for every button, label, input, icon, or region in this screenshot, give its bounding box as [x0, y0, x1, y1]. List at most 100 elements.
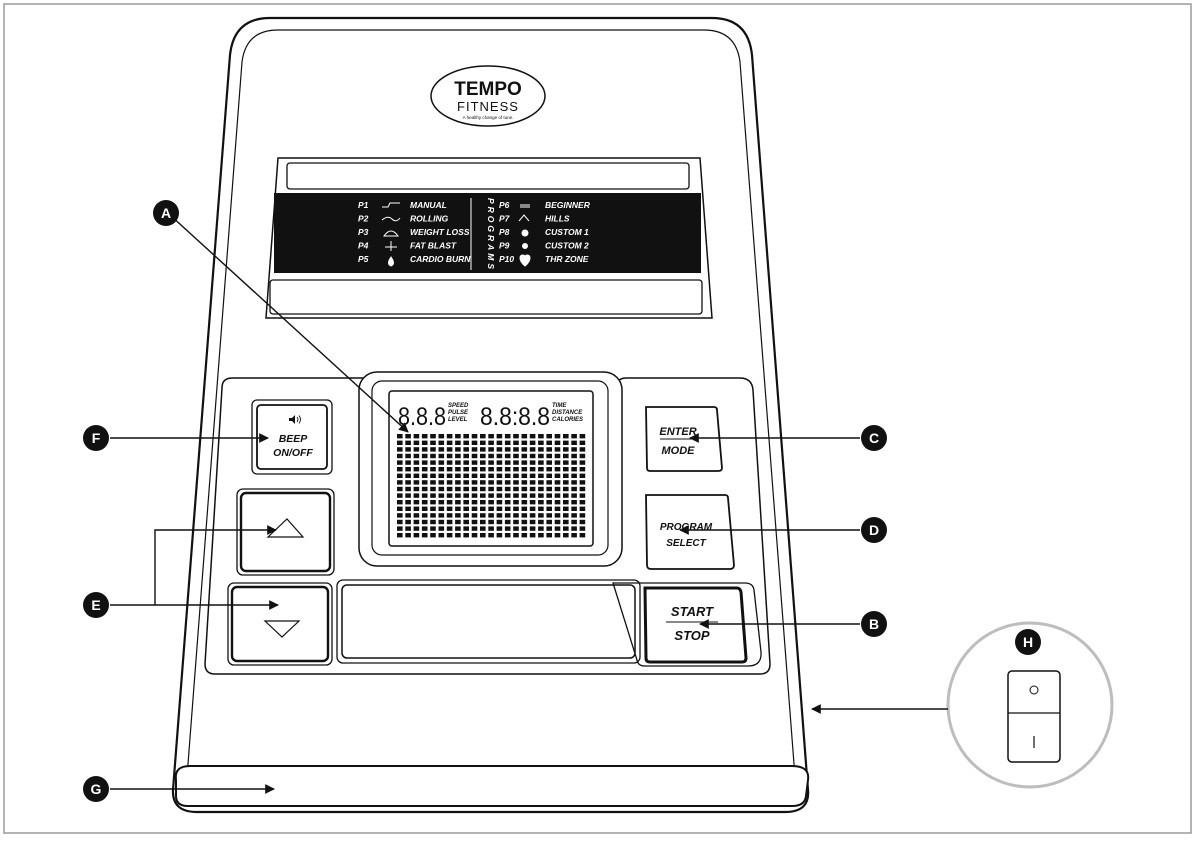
lcd-pixel [579, 460, 586, 465]
lcd-field-label: CALORIES [552, 417, 583, 423]
lcd-pixel [504, 506, 511, 511]
lcd-pixel [480, 460, 486, 465]
power-off-symbol [1029, 685, 1039, 695]
lcd-pixel [480, 513, 486, 518]
lcd-pixel [480, 533, 486, 538]
beep-label-line1: BEEP [279, 433, 309, 445]
lcd-pixel [546, 533, 552, 538]
start-stop-button[interactable] [643, 586, 748, 664]
lcd-pixel [529, 506, 536, 511]
lcd-pixel [438, 480, 445, 485]
lcd-pixel [521, 473, 528, 478]
lcd-pixel [571, 526, 577, 531]
program-label-line1: PROGRAM [660, 522, 713, 533]
lcd-pixel [571, 440, 577, 445]
svg-text:E: E [91, 597, 100, 613]
lcd-pixel [571, 473, 577, 478]
enter-label-line1: ENTER [659, 426, 696, 438]
lcd-pixel [397, 447, 403, 452]
lcd-pixel [421, 440, 428, 445]
lcd-pixel [513, 460, 519, 465]
lcd-pixel [430, 434, 436, 439]
lcd-pixel [504, 526, 511, 531]
lcd-pixel [413, 447, 420, 452]
lcd-pixel [554, 533, 561, 538]
program-select-button[interactable] [645, 494, 735, 570]
lcd-pixel [488, 434, 494, 439]
lcd-pixel [513, 533, 519, 538]
lcd-pixel [579, 480, 586, 485]
lcd-pixel [571, 434, 577, 439]
logo-tagline: A healthy change of tune. [463, 115, 514, 120]
power-rocker-switch[interactable] [1007, 670, 1061, 763]
up-button[interactable] [239, 491, 332, 573]
lcd-pixel [397, 533, 403, 538]
svg-text:D: D [869, 522, 879, 538]
beep-on-off-button[interactable] [256, 404, 328, 470]
lcd-field-label: LEVEL [448, 417, 468, 423]
svg-text:H: H [1023, 634, 1033, 650]
lcd-pixel [571, 480, 577, 485]
lcd-pixel [430, 519, 436, 525]
lcd-pixel [463, 460, 469, 465]
lcd-pixel [463, 533, 469, 538]
lcd-pixel [446, 506, 453, 511]
lcd-pixel [554, 519, 561, 525]
lcd-pixel [563, 500, 569, 505]
lcd-pixel [579, 440, 586, 445]
lcd-pixel [529, 467, 536, 472]
lcd-pixel [421, 506, 428, 511]
lcd-pixel [463, 513, 469, 518]
lcd-pixel [521, 506, 528, 511]
lcd-pixel [421, 473, 428, 478]
lcd-pixel [521, 519, 528, 525]
lcd-pixel [554, 453, 561, 459]
lcd-pixel [471, 526, 478, 531]
lcd-pixel [405, 453, 411, 459]
lcd-pixel [413, 519, 420, 525]
lcd-pixel [446, 493, 453, 498]
program-name: CARDIO BURN [410, 254, 471, 264]
cardio-burn-profile-icon [388, 256, 394, 267]
lcd-field-label: PULSE [448, 410, 469, 416]
lcd-pixel [421, 480, 428, 485]
lcd-pixel [438, 500, 445, 505]
lcd-pixel [488, 467, 494, 472]
lcd-digits-left: 8.8.8 [398, 403, 446, 431]
program-chart-panel [274, 193, 701, 273]
program-name: FAT BLAST [410, 241, 457, 251]
lcd-pixel [538, 467, 544, 472]
thr-zone-heart-icon [519, 254, 531, 267]
lcd-pixel [463, 500, 469, 505]
lcd-pixel [488, 513, 494, 518]
lcd-pixel [504, 447, 511, 452]
lcd-pixel [546, 460, 552, 465]
lcd-pixel [405, 447, 411, 452]
lcd-pixel [496, 500, 503, 505]
lcd-field-label: SPEED [448, 403, 469, 409]
lcd-pixel [471, 500, 478, 505]
lcd-pixel [538, 460, 544, 465]
lcd-pixel [397, 493, 403, 498]
lcd-pixel [405, 440, 411, 445]
beginner-profile-icon [520, 204, 530, 208]
lcd-pixel [413, 480, 420, 485]
lcd-pixel [563, 486, 569, 492]
lcd-pixel [563, 453, 569, 459]
lcd-pixel [446, 519, 453, 525]
down-button[interactable] [230, 585, 330, 663]
lcd-pixel [538, 480, 544, 485]
start-label-line2: STOP [674, 628, 709, 643]
lcd-pixel [496, 533, 503, 538]
lcd-pixel [513, 467, 519, 472]
lcd-pixel [405, 460, 411, 465]
lcd-pixel [455, 434, 461, 439]
lcd-pixel [421, 434, 428, 439]
beep-label-line2: ON/OFF [273, 447, 313, 459]
hills-profile-icon [518, 214, 530, 222]
lcd-pixel [455, 500, 461, 505]
lcd-pixel [504, 453, 511, 459]
lcd-pixel [521, 447, 528, 452]
